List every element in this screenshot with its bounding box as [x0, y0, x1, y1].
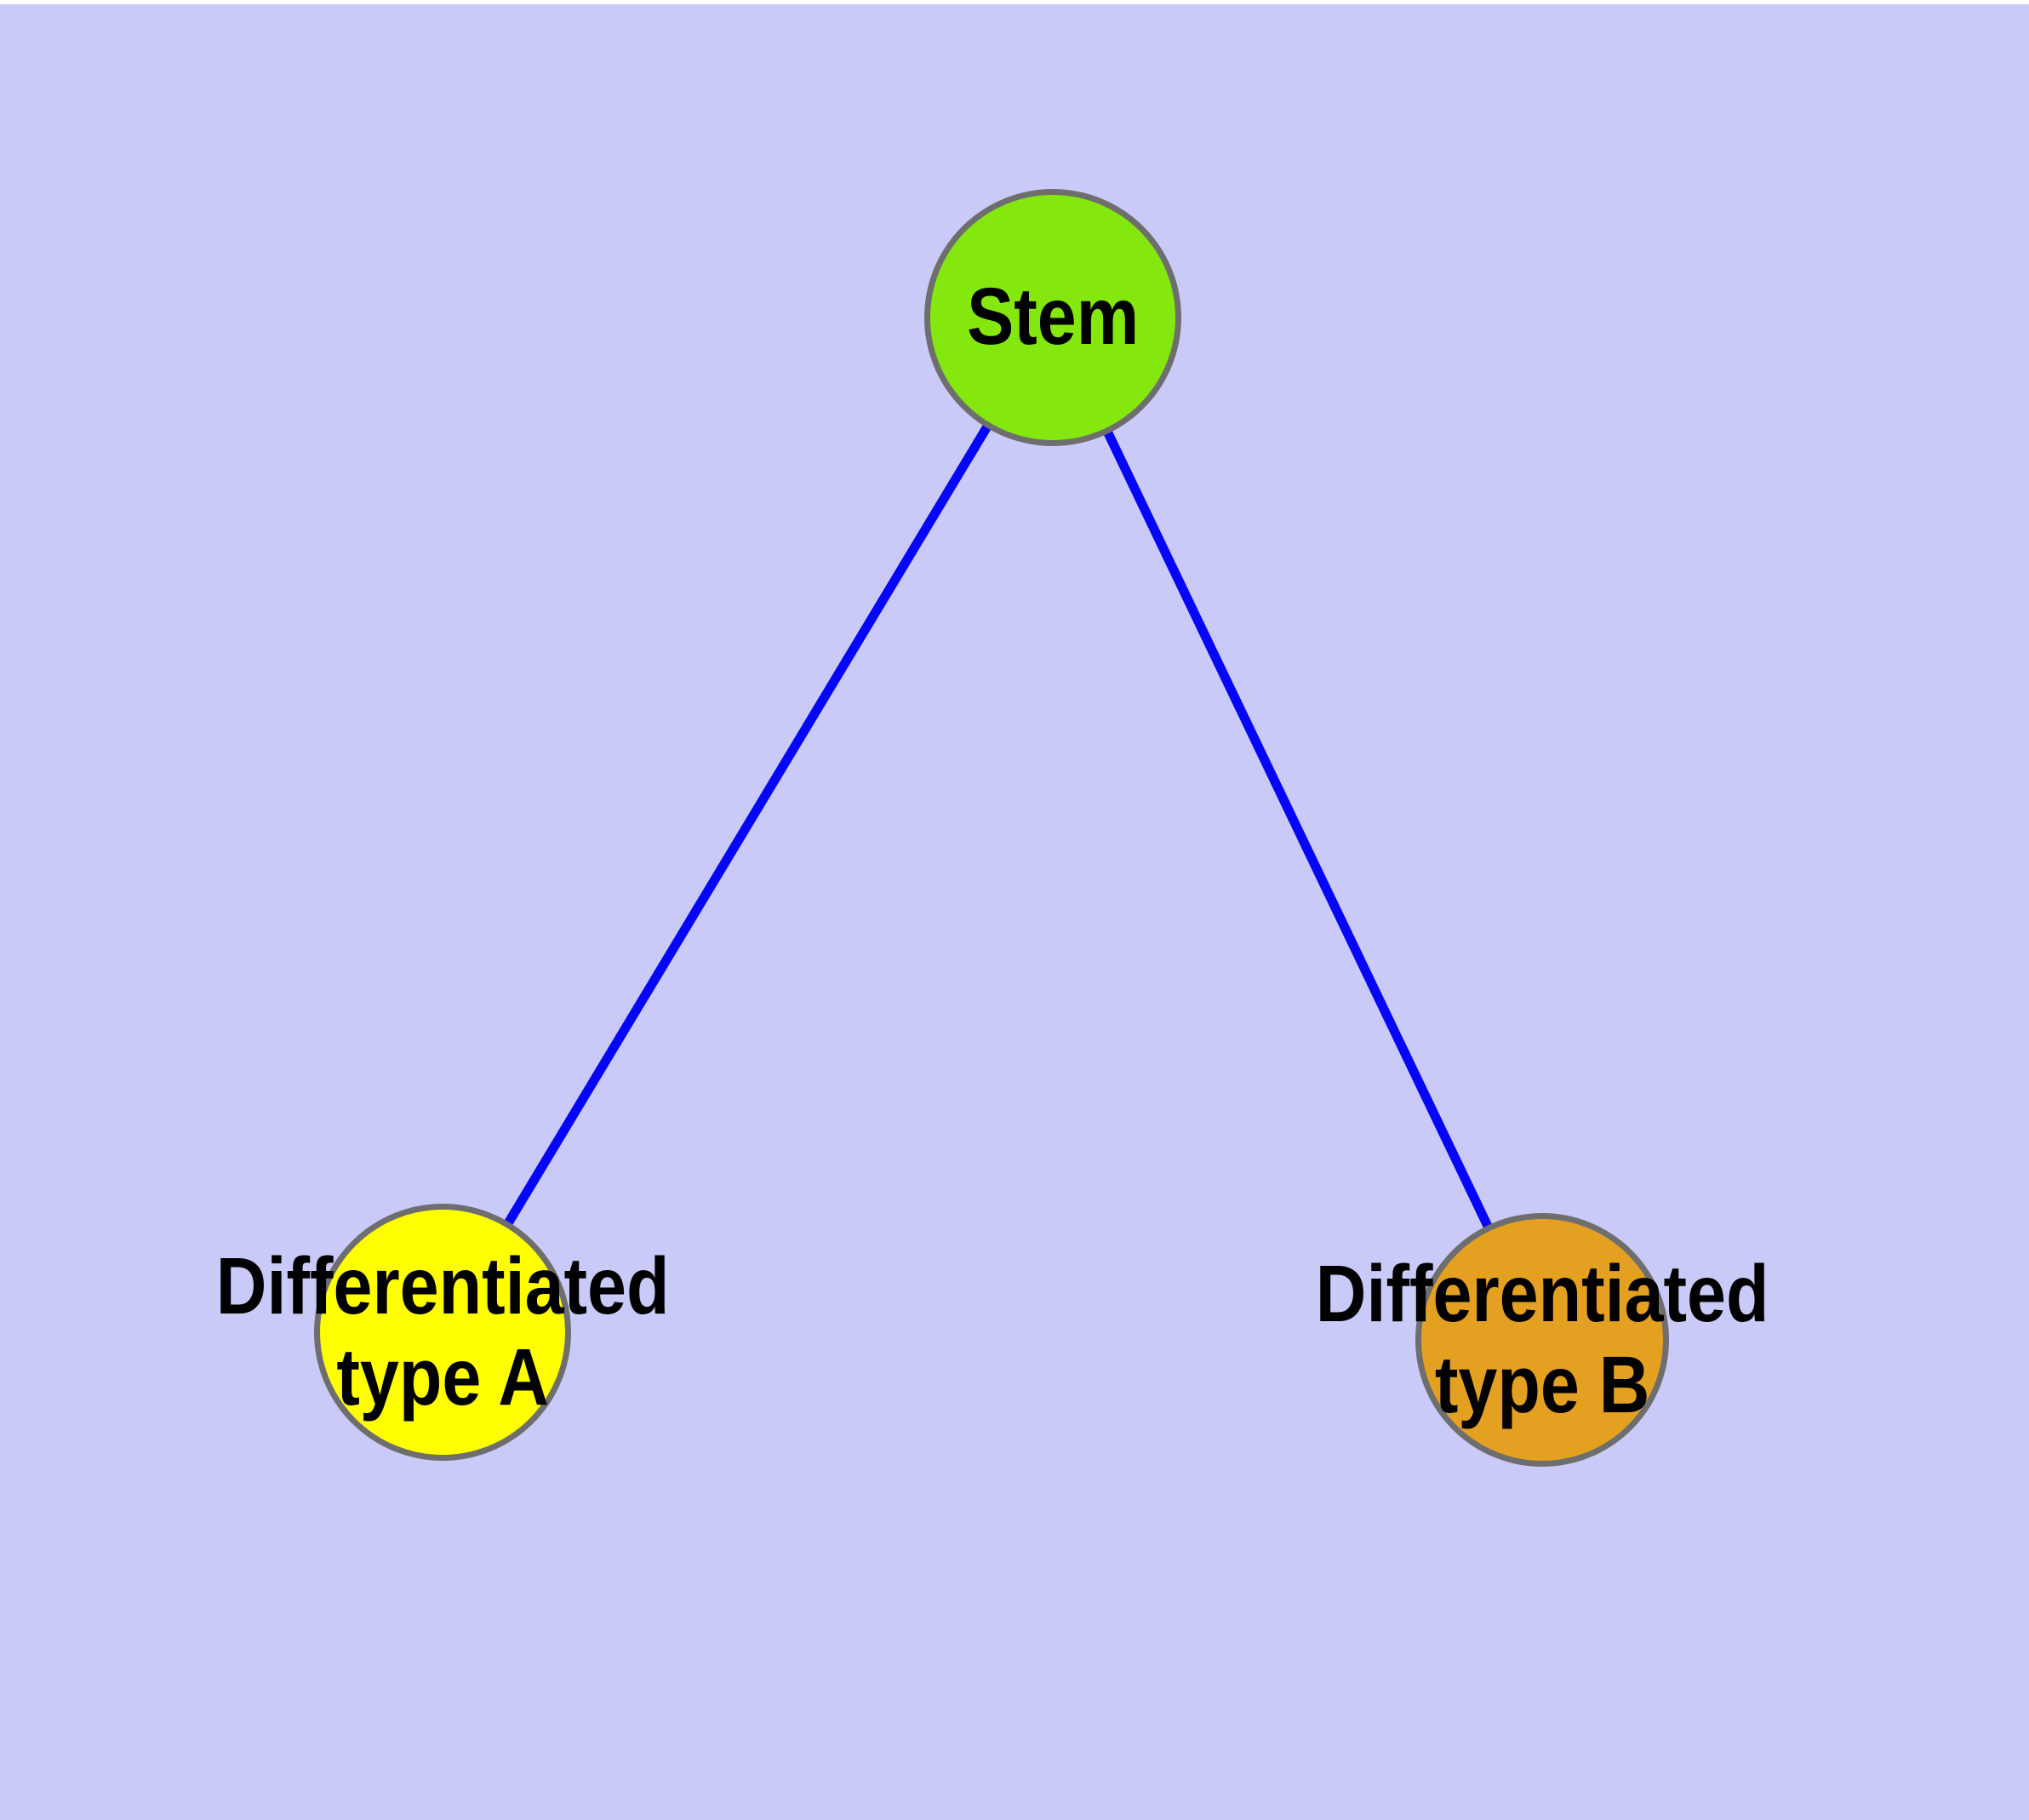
node-differentiated-type-a-label-line-2: type A — [336, 1332, 549, 1422]
node-differentiated-type-a-label-line-1: Differentiated — [215, 1240, 670, 1331]
edge-stem-to-differentiated-type-b — [1048, 312, 1547, 1345]
node-differentiated-type-b: Differentiated type B — [1316, 1213, 1769, 1467]
node-differentiated-type-b-label-line-1: Differentiated — [1315, 1248, 1769, 1339]
node-stem-label-line-1: Stem — [966, 272, 1140, 363]
node-differentiated-type-b-label-line-2: type B — [1434, 1340, 1650, 1430]
node-differentiated-type-a-label: Differentiated type A — [216, 1241, 670, 1424]
node-stem: Stem — [924, 189, 1181, 446]
node-differentiated-type-a: Differentiated type A — [216, 1204, 669, 1461]
top-edge-strip — [0, 0, 2029, 4]
edge-stem-to-differentiated-type-a — [437, 312, 1058, 1337]
node-stem-label: Stem — [967, 272, 1139, 363]
node-differentiated-type-b-label: Differentiated type B — [1316, 1249, 1769, 1432]
